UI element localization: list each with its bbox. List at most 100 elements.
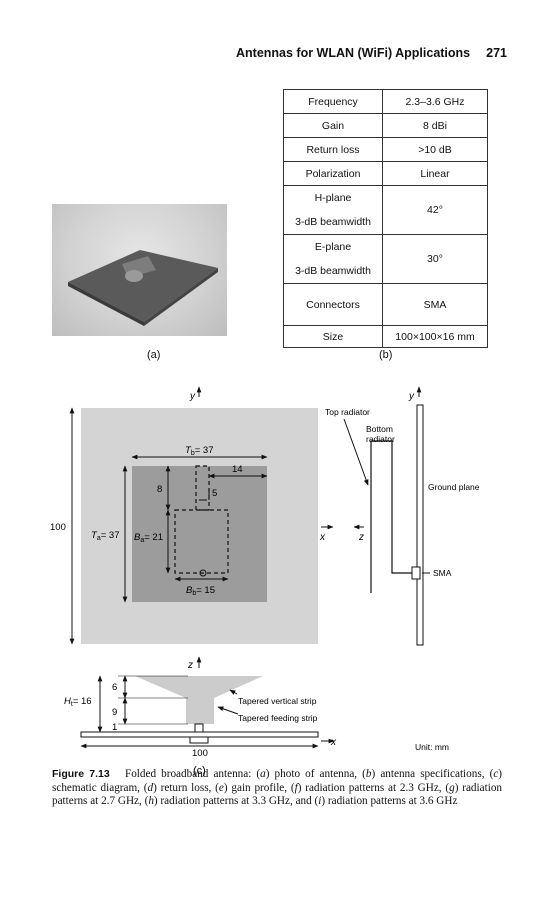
caption-text: h: [148, 795, 154, 808]
dim-6-label: 6: [112, 682, 117, 693]
param-cell: Return loss: [283, 137, 383, 162]
antenna-photo: [52, 204, 227, 336]
param-cell: Connectors: [283, 283, 383, 326]
front-feed-pin: [194, 723, 204, 733]
table-row: E-plane 3-dB beamwidth 30°: [283, 234, 488, 284]
side-sma-connector: [411, 566, 421, 580]
param-cell: E-plane 3-dB beamwidth: [283, 234, 383, 284]
table-row: H-plane 3-dB beamwidth 42°: [283, 185, 488, 235]
value-cell: >10 dB: [382, 137, 488, 162]
tapered-vertical-pointer: [229, 689, 238, 695]
param-line: E-plane: [314, 241, 352, 253]
ground-plate-edge-right: [144, 268, 218, 326]
param-cell: Frequency: [283, 89, 383, 114]
bottom-radiator-label-2: radiator: [366, 434, 395, 444]
figure-label: Figure 7.13: [52, 768, 110, 780]
side-radiator: [370, 440, 417, 593]
radiator-feed: [125, 270, 143, 282]
sma-label: SMA: [433, 568, 452, 578]
caption-text: ) photo of antenna, (: [265, 768, 366, 780]
caption-text: ) gain profile, (: [223, 781, 295, 794]
bottom-radiator-outline: [174, 509, 229, 574]
value-cell: Linear: [382, 161, 488, 186]
table-row: Polarization Linear: [283, 161, 488, 186]
dim-100-horizontal-label: 100: [192, 748, 208, 759]
dim-ta-label: Ta= 37: [91, 530, 119, 542]
tapered-vertical-strip: [135, 676, 263, 724]
dim-bb-label: Bb= 15: [186, 585, 215, 597]
dim-ba-label: Ba= 21: [134, 532, 163, 544]
caption-text: ) return loss, (: [153, 781, 219, 794]
specifications-table: Frequency 2.3–3.6 GHz Gain 8 dBi Return …: [283, 89, 488, 348]
caption-text: ) radiation patterns at 3.3 GHz, and (: [153, 795, 319, 808]
front-x-axis-label: x: [330, 737, 337, 748]
caption-text: i: [318, 795, 322, 808]
caption-text: g: [449, 781, 455, 794]
dim-14-label: 14: [232, 464, 243, 475]
caption-text: ) schematic diagram, (: [52, 768, 503, 794]
side-y-axis-label: y: [408, 391, 415, 402]
caption-text: d: [147, 781, 154, 794]
param-cell: Gain: [283, 113, 383, 138]
value-cell: 2.3–3.6 GHz: [382, 89, 488, 114]
caption-text: f: [294, 781, 298, 794]
value-cell: SMA: [382, 283, 488, 326]
dim-ht-label: Ht= 16: [64, 696, 92, 708]
tapered-feeding-pointer: [217, 706, 239, 715]
top-radiator-label: Top radiator: [325, 407, 370, 417]
param-cell: Size: [283, 325, 383, 348]
side-ground-plane: [416, 404, 424, 646]
antenna-photo-illustration: [68, 250, 218, 326]
tapered-feeding-label: Tapered feeding strip: [238, 713, 318, 723]
caption-text: Folded broadband antenna: (: [124, 768, 261, 780]
dim-1-label: 1: [112, 722, 117, 733]
caption-text: ) antenna specifications, (: [371, 768, 494, 780]
dim-tb-label: Tb= 37: [185, 445, 213, 457]
ground-plate: [68, 250, 218, 322]
tapered-vertical-label: Tapered vertical strip: [238, 696, 317, 706]
caption-text: b: [365, 768, 372, 780]
side-z-axis-label: z: [358, 532, 364, 543]
param-cell: Polarization: [283, 161, 383, 186]
value-cell: 30°: [382, 234, 488, 284]
dim-8-label: 8: [157, 484, 162, 495]
x-axis-label: x: [319, 532, 326, 543]
panel-b-label: (b): [379, 349, 393, 361]
page-number: 271: [486, 46, 507, 60]
dim-9-label: 9: [112, 707, 117, 718]
value-cell: 42°: [382, 185, 488, 235]
table-row: Connectors SMA: [283, 283, 488, 326]
running-header: Antennas for WLAN (WiFi) Applications 271: [236, 46, 507, 60]
panel-c-label: (c): [193, 765, 206, 777]
param-line: 3-dB beamwidth: [295, 216, 371, 228]
schematic-diagram: y x 100 Tb= 37 Ta= 37 Ba= 21 Bb= 15 8 14…: [50, 386, 480, 777]
param-line: 3-dB beamwidth: [295, 265, 371, 277]
feed-point: [199, 569, 207, 577]
caption-text: e: [218, 781, 224, 794]
panel-a-label: (a): [147, 349, 161, 361]
ground-plane-label: Ground plane: [428, 482, 480, 492]
unit-label: Unit: mm: [415, 742, 449, 752]
z-axis-label: z: [187, 660, 193, 671]
table-row: Frequency 2.3–3.6 GHz: [283, 89, 488, 114]
feed-strip-outline: [195, 465, 210, 511]
table-row: Gain 8 dBi: [283, 113, 488, 138]
table-row: Size 100×100×16 mm: [283, 325, 488, 348]
top-radiator-pointer: [343, 418, 369, 486]
caption-text: ) radiation patterns at 3.6 GHz: [321, 795, 458, 808]
value-cell: 8 dBi: [382, 113, 488, 138]
caption-text: ) radiation patterns at 2.3 GHz, (: [297, 781, 450, 794]
caption-text: c: [493, 768, 499, 780]
caption-text: a: [260, 768, 266, 780]
table-row: Return loss >10 dB: [283, 137, 488, 162]
dim-5-label: 5: [212, 488, 217, 499]
figure-caption: Figure 7.13 Folded broadband antenna: (a…: [52, 768, 502, 809]
running-header-title: Antennas for WLAN (WiFi) Applications: [236, 46, 471, 60]
param-line: H-plane: [314, 192, 352, 204]
dim-100-label: 100: [50, 522, 66, 533]
front-sma: [189, 736, 209, 744]
param-cell: H-plane 3-dB beamwidth: [283, 185, 383, 235]
ground-plate-edge: [68, 282, 144, 326]
bottom-radiator-label-1: Bottom: [366, 424, 393, 434]
value-cell: 100×100×16 mm: [382, 325, 488, 348]
